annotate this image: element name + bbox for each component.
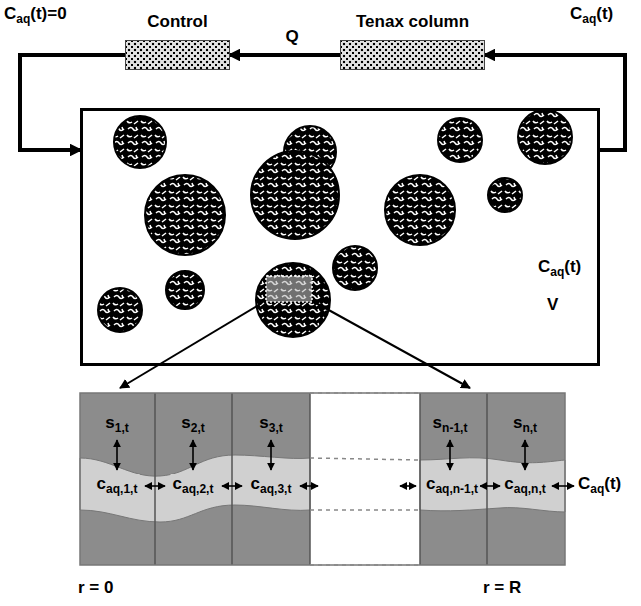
subscript: n,t (522, 421, 537, 435)
subscript: aq (550, 265, 564, 279)
subscript: 3,t (269, 421, 283, 435)
sorbed-conc: s3,t (259, 413, 282, 436)
flow-line (230, 53, 340, 57)
pore-water-conc: caq,3,t (249, 474, 294, 497)
subscript: n-1,t (442, 421, 467, 435)
flow-label: Caq(t) (568, 4, 615, 27)
subscript: aq,2,t (182, 482, 213, 496)
reactor-vessel: Caq(t) V (80, 108, 600, 366)
subscript: 2,t (191, 421, 205, 435)
zoom-window (266, 276, 312, 302)
tenax-column: Tenax column (340, 40, 485, 70)
column-label: Control (147, 12, 207, 32)
flow-label: Caq(t)=0 (2, 4, 69, 27)
pore-water-conc: caq,n,t (502, 474, 547, 497)
sorbed-conc: s2,t (181, 413, 204, 436)
particles (98, 110, 572, 337)
subscript: aq,n-1,t (435, 482, 478, 496)
subscript: aq (590, 482, 604, 496)
sorbed-conc: sn-1,t (433, 413, 468, 436)
subscript: aq,1,t (106, 482, 137, 496)
pore-water-conc: caq,n-1,t (424, 474, 480, 497)
zoom-line (120, 303, 262, 388)
pore-water-conc: caq,1,t (95, 474, 140, 497)
zoom-line (316, 303, 470, 388)
sorbed-conc: s1,t (105, 413, 128, 436)
subscript: aq (16, 12, 30, 26)
bulk-conc: Caq(t) (578, 474, 621, 497)
sorbed-conc: sn,t (513, 413, 537, 436)
radius-label: r = R (483, 578, 521, 598)
subscript: aq,3,t (260, 482, 291, 496)
pore-inset (80, 393, 574, 565)
column-label: Tenax column (356, 12, 469, 32)
subscript: aq,n,t (514, 482, 546, 496)
control-column: Control (125, 40, 230, 70)
radius-label: r = 0 (78, 578, 113, 598)
volume-label: V (547, 295, 558, 315)
subscript: 1,t (115, 421, 129, 435)
flow-line (485, 55, 625, 150)
pore-water-conc: caq,2,t (171, 474, 216, 497)
flow-label: Q (283, 27, 300, 47)
subscript: aq (582, 12, 596, 26)
concentration-label: Caq(t) (538, 257, 581, 280)
flow-line (20, 55, 125, 150)
